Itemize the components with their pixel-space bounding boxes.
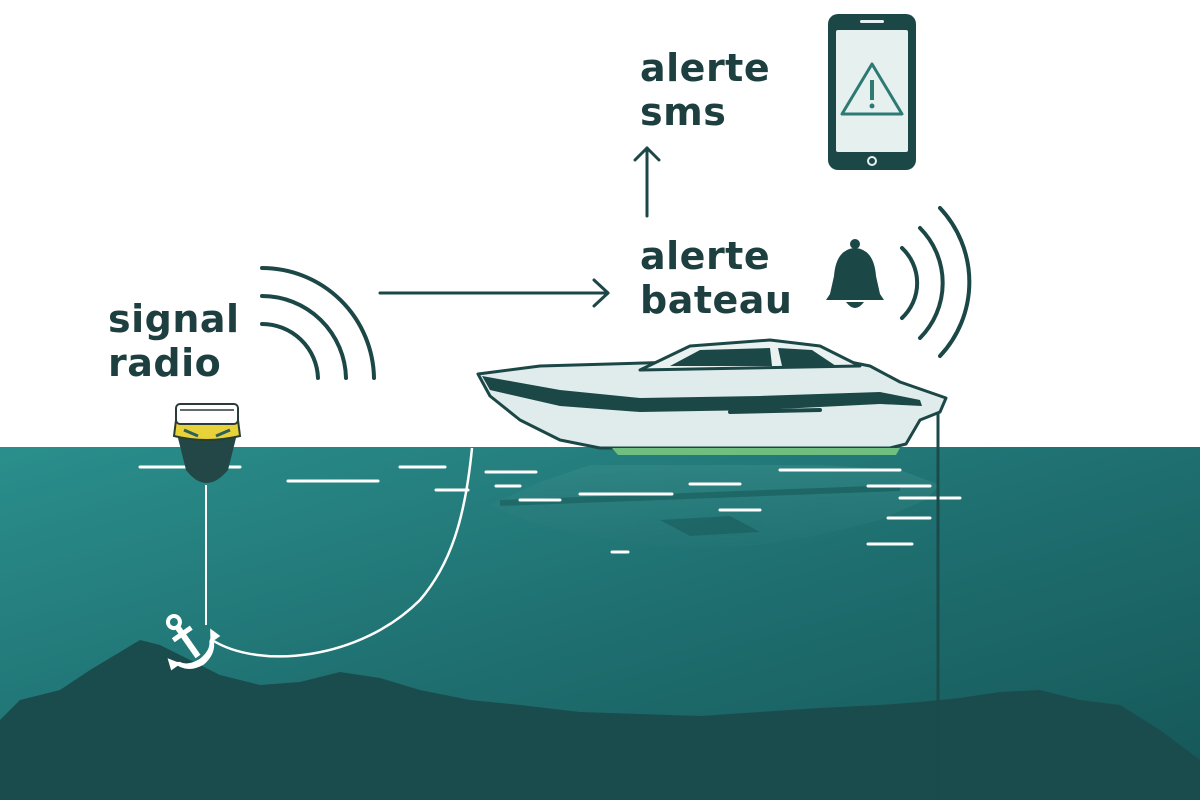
label-signal-radio-line1: signal bbox=[108, 297, 240, 341]
boat-icon bbox=[476, 338, 948, 455]
label-signal-radio: signal radio bbox=[108, 297, 240, 385]
smartphone-icon bbox=[828, 14, 916, 170]
label-alerte-bateau: alerte bateau bbox=[640, 234, 792, 322]
label-alerte-bateau-line2: bateau bbox=[640, 278, 793, 322]
arrow-signal-to-boat bbox=[378, 278, 610, 308]
label-alerte-sms: alerte sms bbox=[640, 46, 770, 134]
seabed bbox=[0, 640, 1200, 800]
bell-waves-icon bbox=[900, 206, 972, 358]
water-ripples bbox=[138, 465, 962, 554]
label-signal-radio-line2: radio bbox=[108, 341, 222, 385]
boat-reflection bbox=[490, 465, 940, 548]
arrow-boat-to-sms bbox=[633, 146, 661, 218]
label-alerte-sms-line1: alerte bbox=[640, 46, 771, 90]
warning-triangle-icon bbox=[840, 62, 904, 116]
buoy-icon bbox=[172, 403, 242, 483]
bell-icon bbox=[826, 239, 884, 308]
anchor-rope bbox=[211, 447, 474, 658]
label-alerte-sms-line2: sms bbox=[640, 90, 727, 134]
label-alerte-bateau-line1: alerte bbox=[640, 234, 771, 278]
anchor-icon bbox=[165, 614, 221, 671]
radio-waves-icon bbox=[260, 266, 376, 380]
